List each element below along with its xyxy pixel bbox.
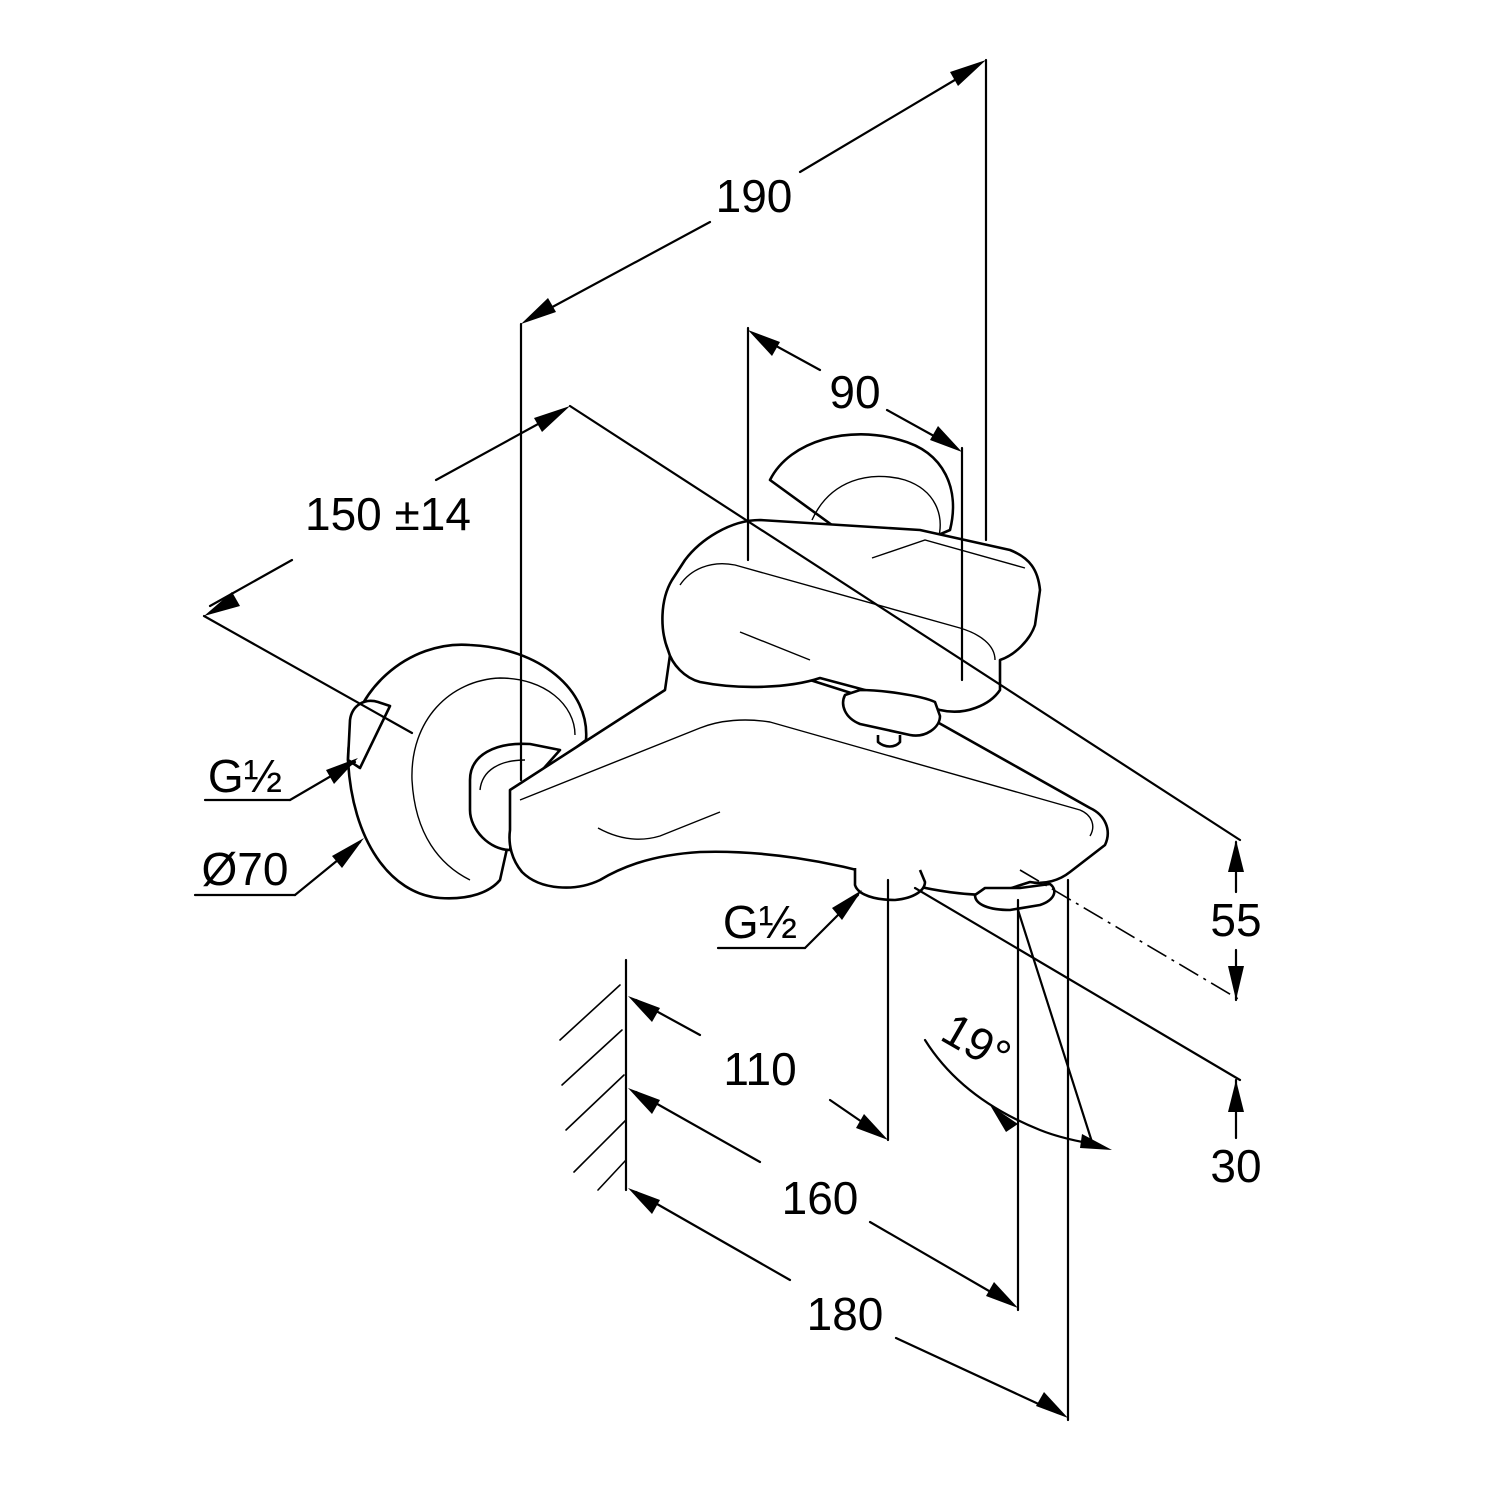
dim-label-connection-left: G½: [208, 750, 282, 802]
dim-label-diameter: Ø70: [202, 843, 289, 895]
arrow-19-bottom: [1080, 1134, 1112, 1150]
arrow-160-right: [986, 1282, 1018, 1308]
dimension-labels: 190 90 150 ±14 G½ Ø70 G½ 55 30 19° 110 1…: [202, 170, 1262, 1340]
dim-label-160: 160: [782, 1172, 859, 1224]
arrow-190-right: [950, 60, 986, 86]
arrow-190-left: [521, 298, 556, 324]
arrow-90-right: [930, 426, 962, 452]
dim-label-190: 190: [716, 170, 793, 222]
arrow-55-top: [1228, 840, 1244, 872]
arrow-19-top: [990, 1105, 1018, 1132]
dim-label-outlet: G½: [723, 896, 797, 948]
arrow-g-half-left: [326, 758, 358, 784]
arrow-30: [1228, 1080, 1244, 1112]
arrow-110-left: [628, 996, 660, 1022]
dim-label-110: 110: [723, 1043, 796, 1095]
arrowheads: [204, 60, 1244, 1418]
arrow-150-left: [204, 592, 240, 616]
arrow-150-right: [534, 406, 570, 432]
dim-label-180: 180: [807, 1288, 884, 1340]
dim-label-55: 55: [1210, 894, 1261, 946]
dim-label-150: 150 ±14: [305, 488, 471, 540]
arrow-o70: [332, 838, 364, 868]
dim-label-30: 30: [1210, 1140, 1261, 1192]
arrow-180-right: [1036, 1392, 1068, 1418]
arrow-g-half-outlet: [832, 890, 862, 920]
arrow-160-left: [628, 1088, 660, 1114]
arrow-110-right: [856, 1114, 888, 1140]
dim-label-90: 90: [829, 366, 880, 418]
front-escutcheon: [346, 643, 588, 900]
arrow-180-left: [628, 1188, 660, 1214]
mixer-handle: [661, 518, 1042, 748]
dim-label-angle: 19°: [933, 1002, 1019, 1082]
mixer-body: [508, 640, 1110, 912]
wall-hatching: [559, 958, 628, 1192]
arrow-55-bottom: [1228, 966, 1244, 1000]
arrow-90-left: [748, 330, 780, 356]
